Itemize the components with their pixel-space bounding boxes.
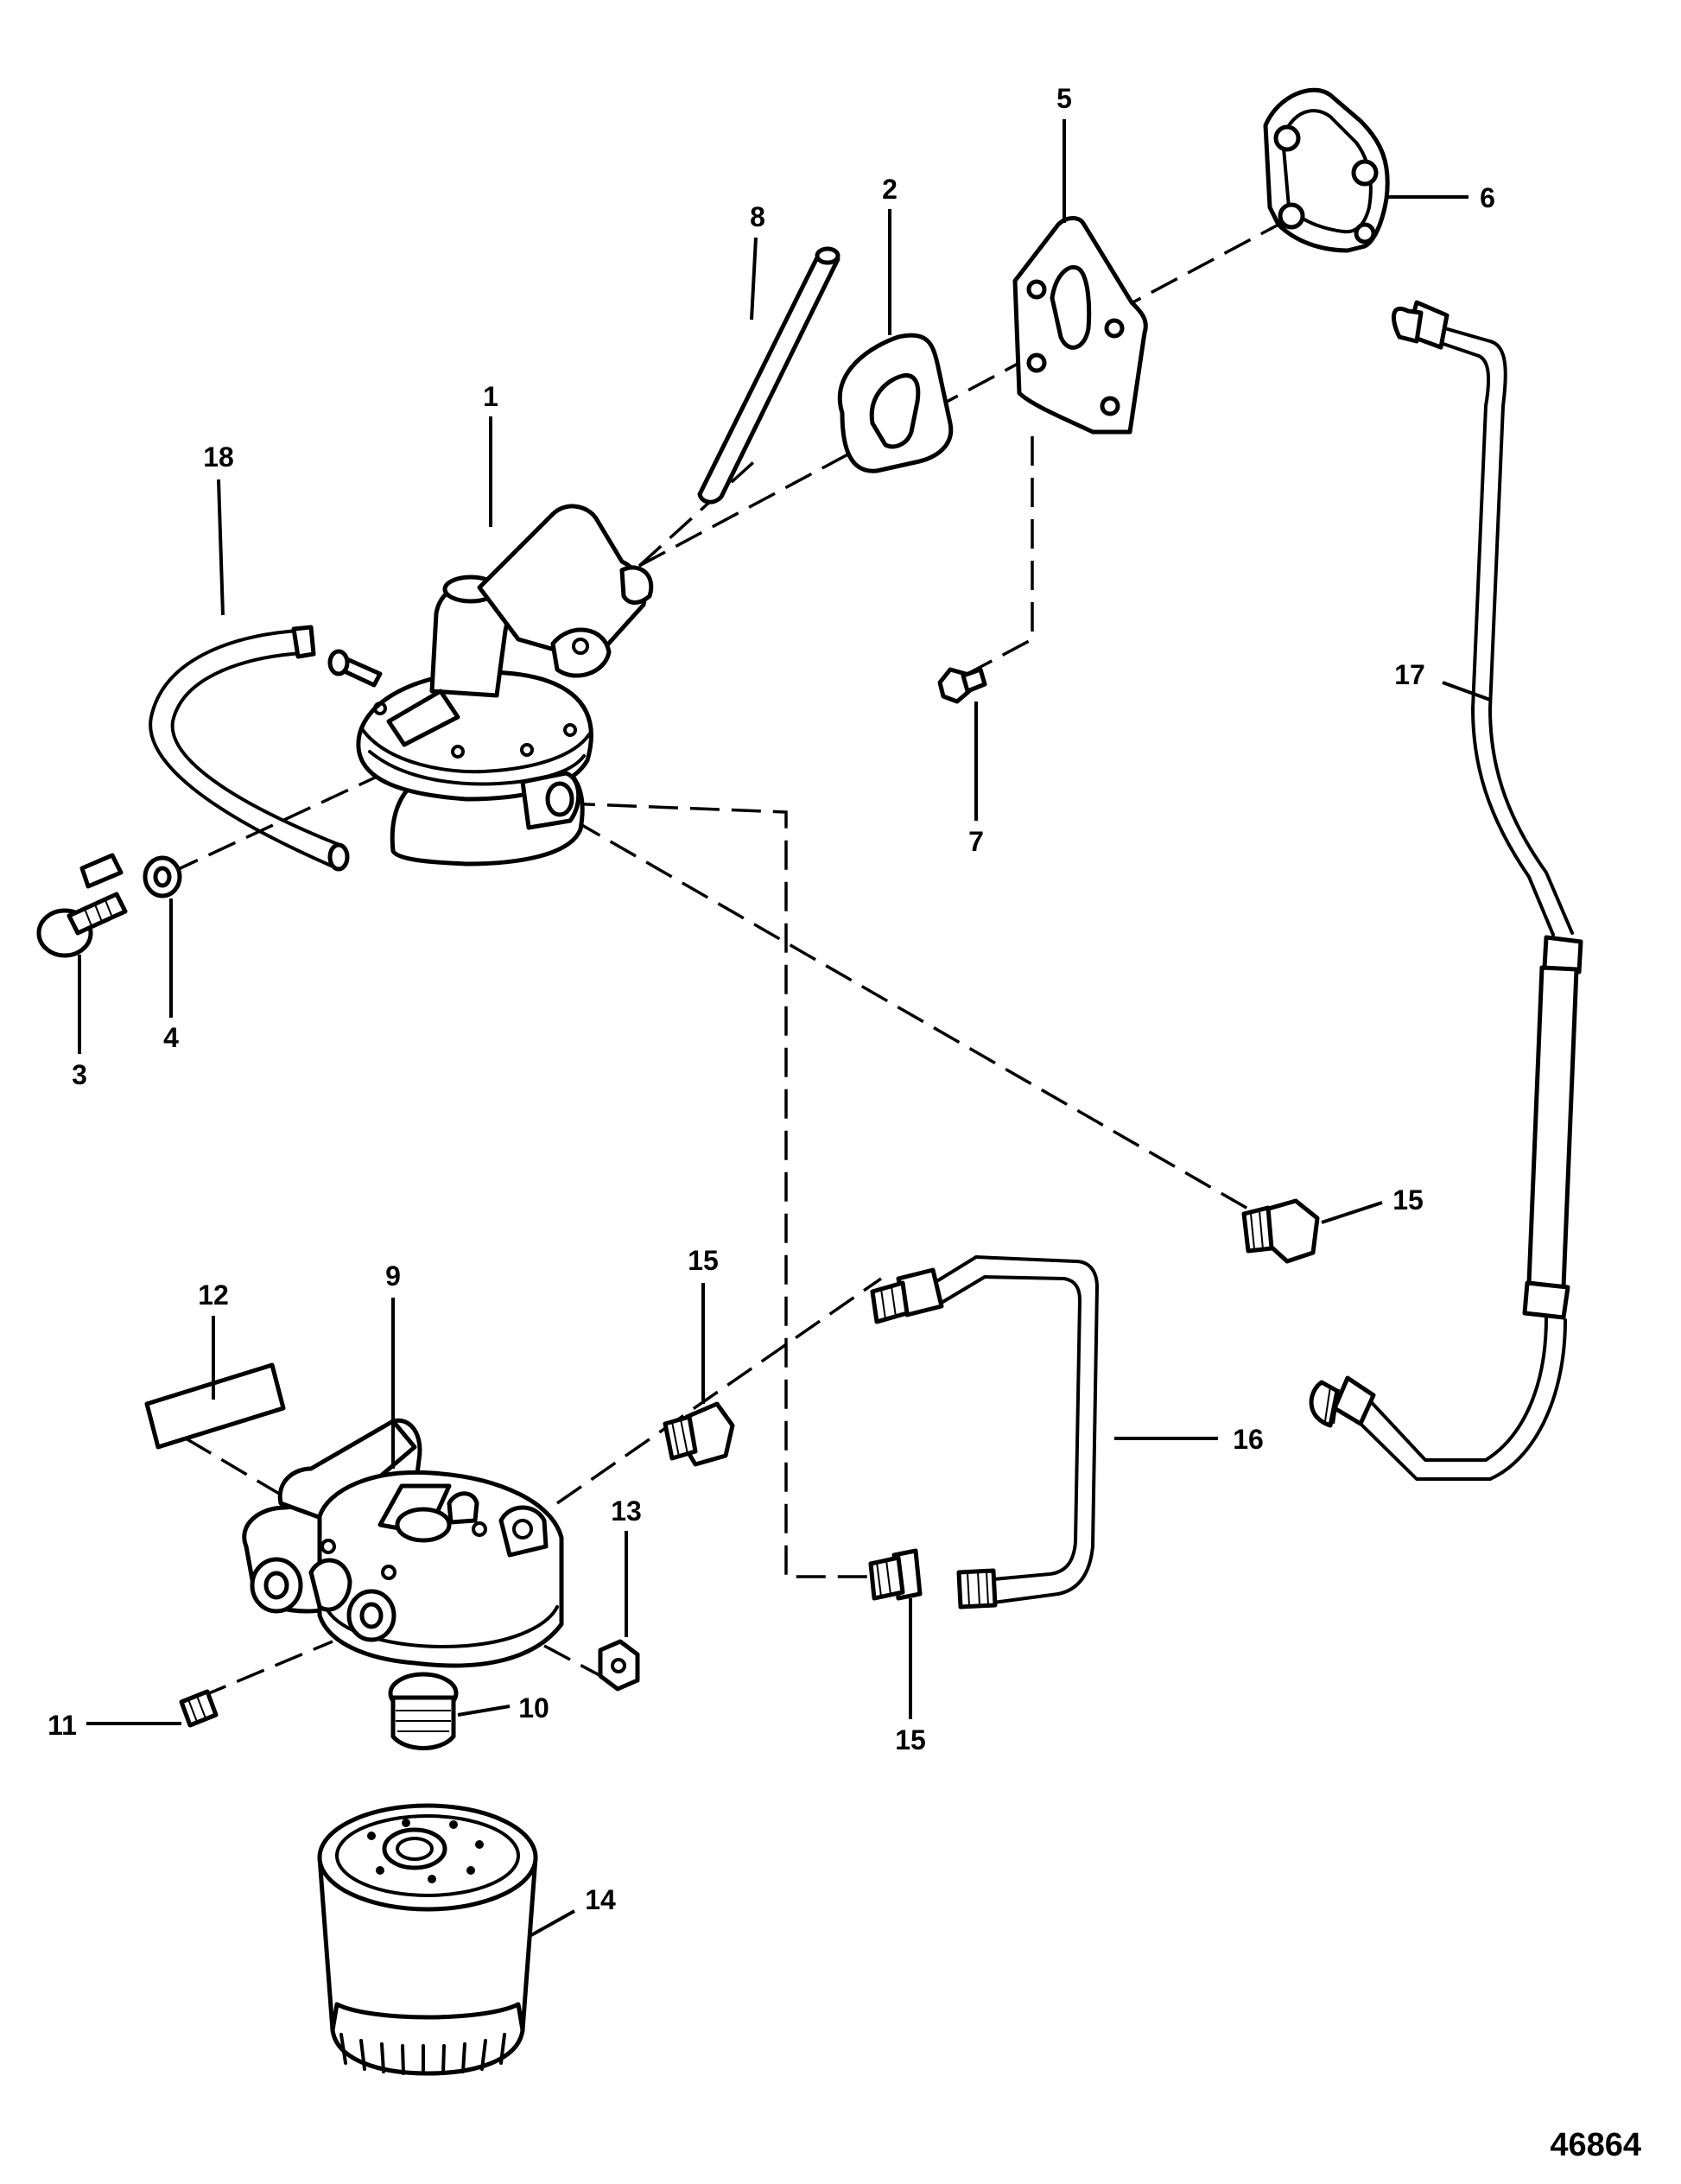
washer [143,855,182,898]
adapter-fitting [388,1672,459,1750]
callout-4: 4 [163,1022,179,1053]
fitting-upper-right [1241,1198,1320,1264]
callout-12: 12 [198,1279,229,1311]
callout-1: 1 [483,381,498,412]
gasket [838,333,954,473]
callout-2: 2 [882,174,898,205]
callout-18: 18 [203,441,234,473]
decal [144,1362,286,1450]
assembly-lines [170,223,1279,1699]
callout-16: 16 [1233,1424,1264,1455]
callout-3: 3 [72,1059,87,1090]
bolt [36,853,128,958]
callout-14: 14 [585,1884,616,1915]
callout-15-upper-right: 15 [1392,1184,1424,1216]
vent-hose [697,246,840,505]
mounting-plate [1012,216,1148,435]
cover-plate [1263,87,1390,253]
screw [937,667,987,704]
callout-10: 10 [518,1692,549,1724]
callout-numbers: 1 2 3 4 5 6 7 8 9 10 11 12 13 14 15 15 1… [48,83,1641,2163]
fitting-middle [663,1401,735,1467]
fuel-line-braided [1309,300,1583,1481]
fuel-hose [149,625,350,872]
callout-15-lower: 15 [895,1724,926,1755]
fuel-pump [327,504,654,867]
callout-5: 5 [1056,83,1072,114]
callout-13: 13 [611,1495,642,1527]
callout-11: 11 [48,1710,77,1741]
nut [598,1639,640,1692]
leader-lines [78,119,1491,1937]
fitting-elbow [868,1548,923,1601]
callout-6: 6 [1480,182,1495,213]
callout-17: 17 [1394,659,1425,690]
drain-plug [179,1689,219,1728]
callout-9: 9 [385,1260,401,1292]
filter-base [242,1418,564,1668]
fuel-filter [317,1803,538,2076]
callout-7: 7 [968,826,984,857]
figure-number: 46864 [1550,2127,1641,2163]
fuel-line-u [870,1255,1099,1609]
callout-8: 8 [750,201,765,232]
callout-15-middle: 15 [688,1245,719,1276]
